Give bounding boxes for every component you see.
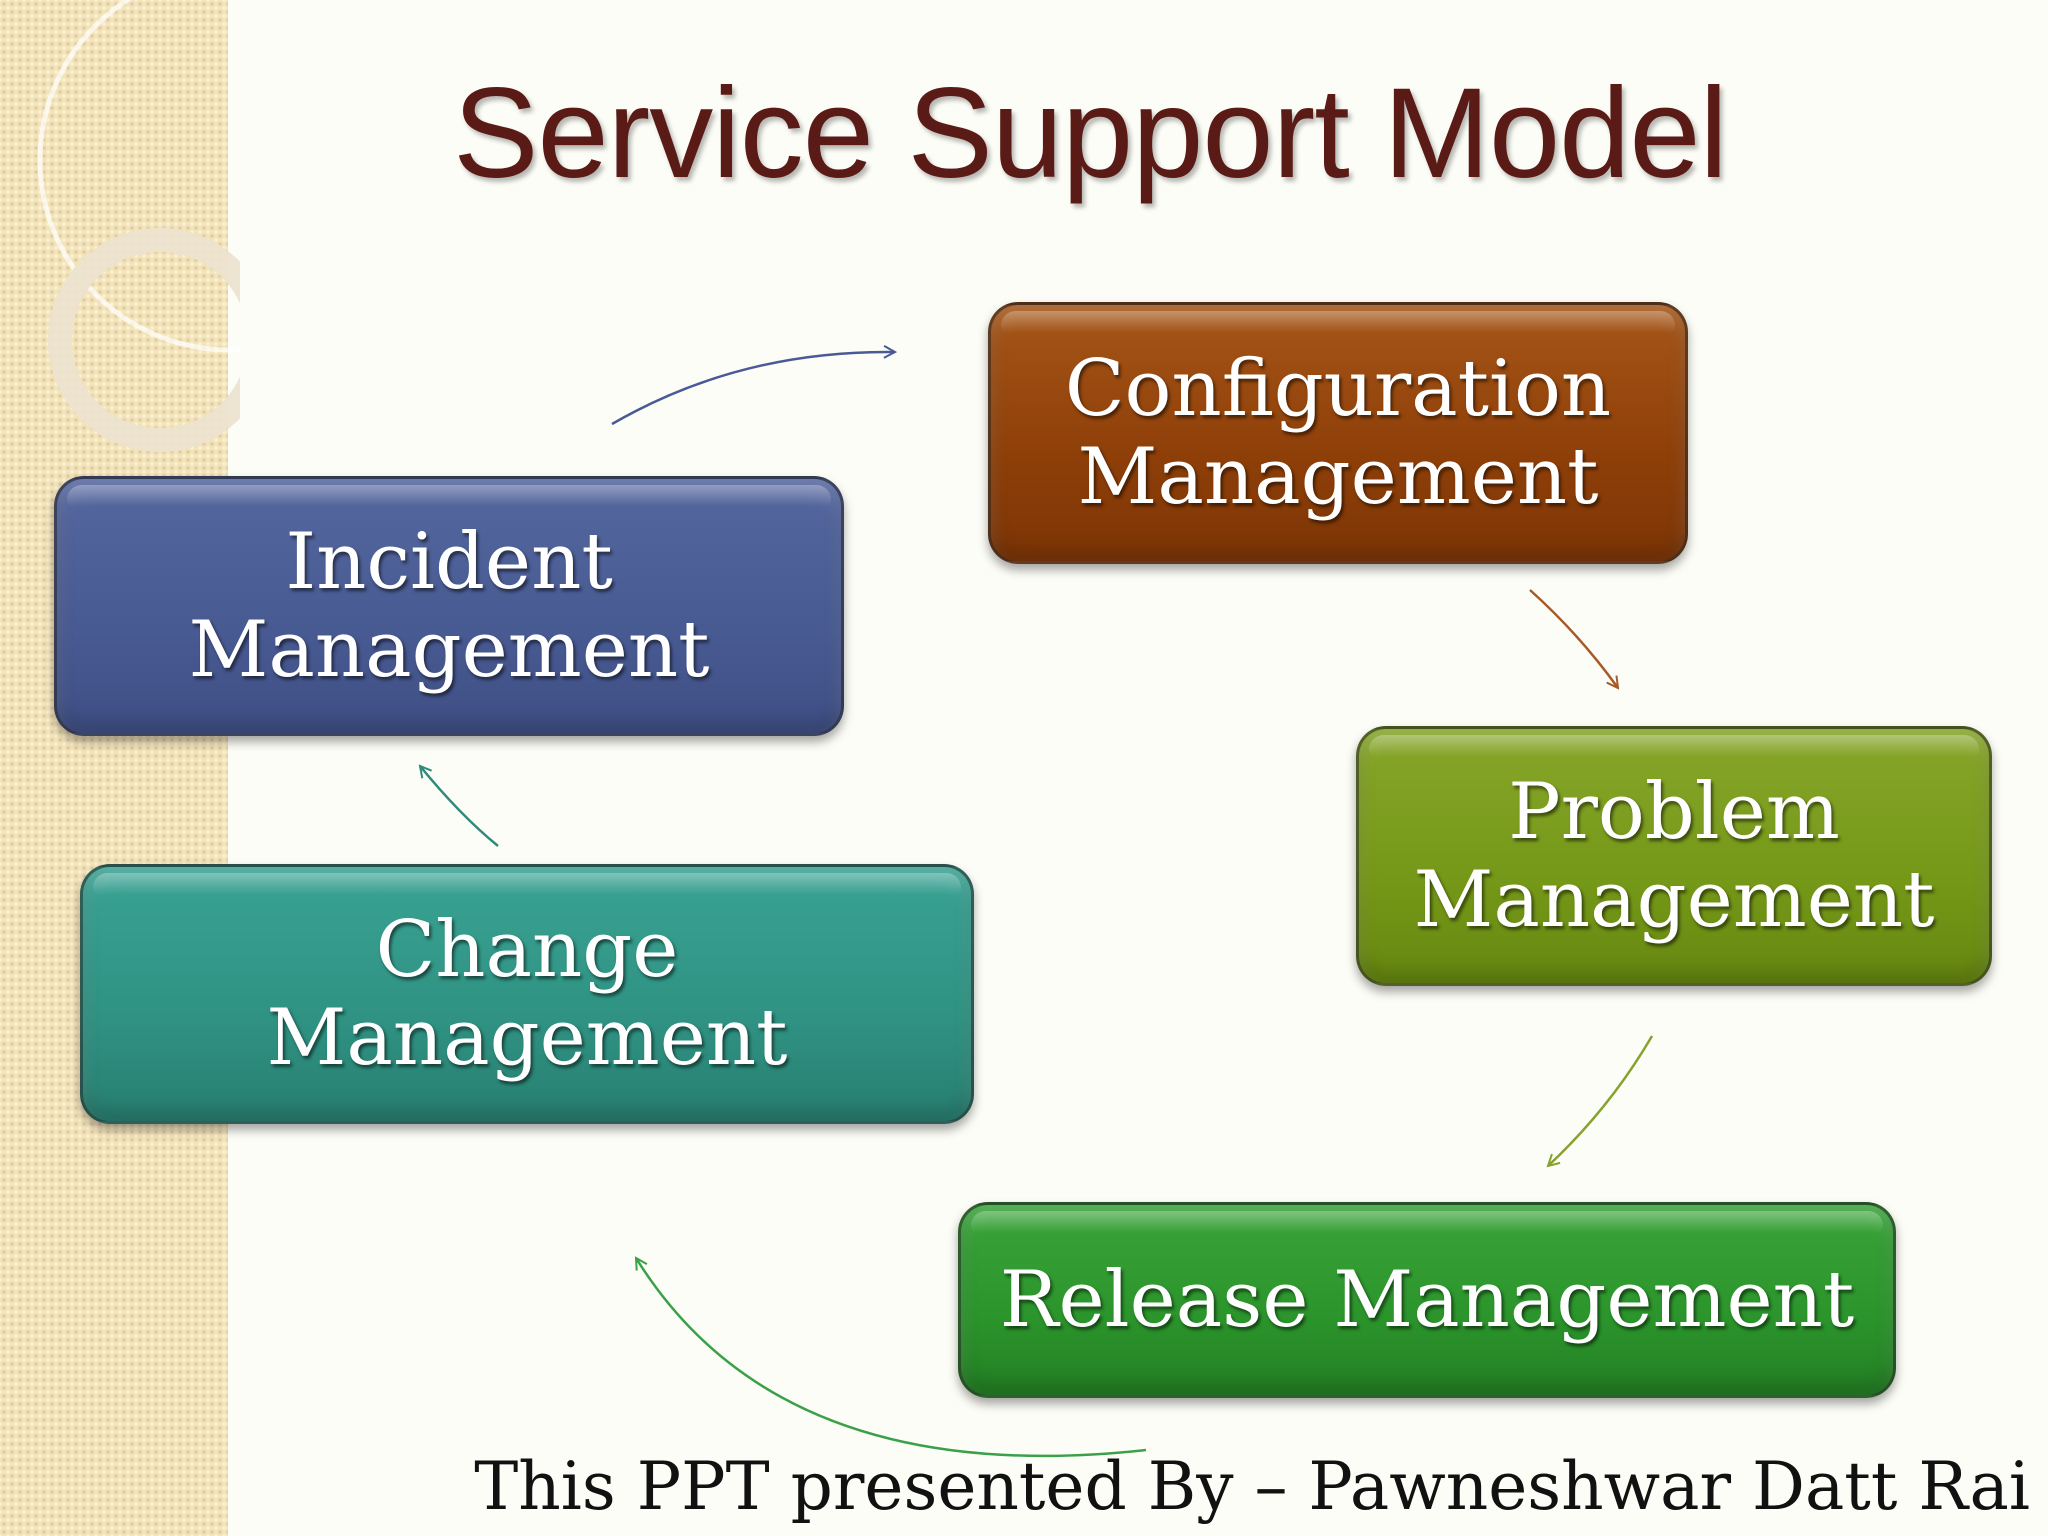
arrow-problem-to-release: [1548, 1035, 1654, 1166]
release-management-label: Release Management: [999, 1255, 1855, 1345]
release-management-box: Release Management: [958, 1202, 1896, 1398]
configuration-management-box: Configuration Management: [988, 302, 1688, 564]
problem-management-box: Problem Management: [1356, 726, 1992, 986]
incident-management-box: Incident Management: [54, 476, 844, 736]
configuration-management-label: Configuration Management: [1064, 344, 1612, 522]
arrow-configuration-to-problem: [1529, 589, 1618, 688]
change-management-label: Change Management: [266, 905, 788, 1083]
arrow-incident-to-configuration: [611, 352, 895, 426]
change-management-box: Change Management: [80, 864, 974, 1124]
incident-management-label: Incident Management: [188, 517, 710, 695]
problem-management-label: Problem Management: [1413, 767, 1935, 945]
presenter-credit: This PPT presented By – Pawneshwar Datt …: [474, 1448, 2030, 1525]
decorative-circles: [37, 0, 240, 452]
arrow-release-to-change: [636, 1258, 1147, 1458]
slide-title: Service Support Model: [453, 62, 1728, 205]
arrow-change-to-incident: [420, 766, 499, 847]
